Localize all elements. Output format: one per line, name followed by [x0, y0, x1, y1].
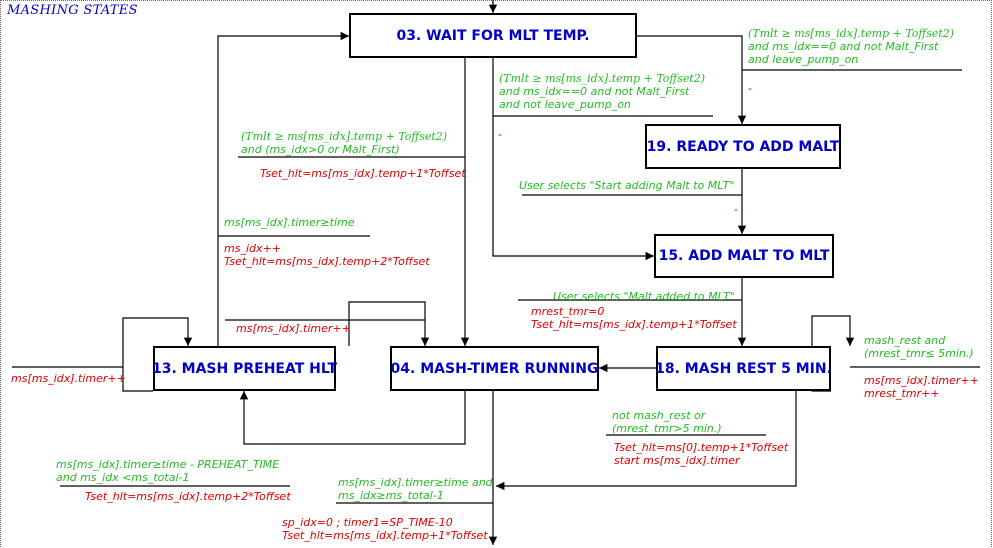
diagram-title: MASHING STATES	[7, 3, 138, 18]
action-line: Tset_hlt=ms[0].temp+1*Toffset	[614, 441, 789, 454]
condition-line: and ms_idx==0 and not Malt_First	[499, 85, 690, 98]
action-line: mrest_tmr++	[864, 387, 940, 400]
loop-04	[348, 301, 430, 346]
state-19-ready-to-add-malt: 19. READY TO ADD MALT	[645, 124, 841, 169]
action-line: Tset_hlt=ms[ms_idx].temp+1*Toffset	[531, 318, 737, 331]
condition-line: not mash_rest or	[612, 409, 706, 422]
arrow-03-to-19	[637, 35, 747, 124]
action-15-to-18: mrest_tmr=0 Tset_hlt=ms[ms_idx].temp+1*T…	[531, 305, 737, 331]
condition-04-to-exit: ms[ms_idx].timer≥time and ms_idx≥ms_tota…	[338, 476, 493, 502]
action-18-self: ms[ms_idx].timer++ mrest_tmr++	[864, 374, 979, 400]
action-line: start ms[ms_idx].timer	[614, 454, 740, 467]
action-line: ms_idx++	[224, 242, 281, 255]
condition-04-to-13: ms[ms_idx].timer≥time - PREHEAT_TIME and…	[56, 458, 279, 484]
action-line: mrest_tmr=0	[531, 305, 605, 318]
condition-line: mash_rest and	[864, 334, 946, 347]
state-18-mash-rest-5-min: 18. MASH REST 5 MIN.	[655, 346, 832, 391]
condition-line: ms_idx≥ms_total-1	[338, 489, 444, 502]
condition-15-to-18: User selects "Malt added to MLT"	[553, 290, 735, 303]
condition-line: (Tmlt ≥ ms[ms_idx].temp + Toffset2)	[241, 130, 448, 143]
action-18-to-04: Tset_hlt=ms[0].temp+1*Toffset start ms[m…	[614, 441, 788, 467]
action-line: sp_idx=0 ; timer1=SP_TIME-10	[282, 516, 453, 529]
action-13-to-03: ms_idx++ Tset_hlt=ms[ms_idx].temp+2*Toff…	[224, 242, 430, 268]
condition-03-to-19: (Tmlt ≥ ms[ms_idx].temp + Toffset2) and …	[748, 27, 954, 66]
loop-13	[122, 317, 193, 392]
action-line: Tset_hlt=ms[ms_idx].temp+2*Toffset	[224, 255, 430, 268]
action-04-to-13: Tset_hlt=ms[ms_idx].temp+2*Toffset	[85, 490, 291, 503]
condition-line: (Tmlt ≥ ms[ms_idx].temp + Toffset2)	[748, 27, 955, 40]
condition-13-to-03: ms[ms_idx].timer≥time	[224, 216, 355, 229]
condition-line: and ms_idx==0 and not Malt_First	[748, 40, 939, 53]
condition-line: (mrest_tmr>5 min.)	[612, 422, 722, 435]
action-line: Tset_hlt=ms[ms_idx].temp+1*Toffset	[282, 529, 488, 542]
state-13-mash-preheat-hlt: 13. MASH PREHEAT HLT	[152, 346, 337, 391]
condition-line: ms[ms_idx].timer≥time and	[338, 476, 493, 489]
condition-19-to-15: User selects "Start adding Malt to MLT"	[519, 179, 735, 192]
state-04-mash-timer-running: 04. MASH-TIMER RUNNING	[390, 346, 599, 391]
action-19-to-15: -	[734, 203, 738, 216]
condition-line: and leave_pump_on	[748, 53, 859, 66]
arrow-03-to-15	[492, 58, 654, 261]
action-03-to-04: Tset_hlt=ms[ms_idx].temp+1*Toffset	[260, 167, 466, 180]
loop-18	[811, 315, 855, 392]
condition-line: and (ms_idx>0 or Malt_First)	[241, 143, 400, 156]
action-line: ms[ms_idx].timer++	[864, 374, 979, 387]
condition-18-self: mash_rest and (mrest_tmr≤ 5min.)	[864, 334, 974, 360]
arrow-18-down	[496, 391, 797, 491]
condition-line: (mrest_tmr≤ 5min.)	[864, 347, 974, 360]
action-13-self: ms[ms_idx].timer++	[11, 372, 126, 385]
action-03-to-19: -	[748, 82, 752, 95]
action-04-self: ms[ms_idx].timer++	[236, 322, 351, 335]
condition-line: ms[ms_idx].timer≥time - PREHEAT_TIME	[56, 458, 280, 471]
arrow-04-to-13	[239, 391, 466, 445]
state-15-add-malt-to-mlt: 15. ADD MALT TO MLT	[654, 234, 834, 278]
arrow-13-to-03	[217, 31, 349, 346]
condition-line: and not leave_pump_on	[499, 98, 631, 111]
condition-03-to-15: (Tmlt ≥ ms[ms_idx].temp + Toffset2) and …	[499, 72, 705, 111]
action-03-to-15: -	[498, 128, 502, 141]
condition-03-to-04: (Tmlt ≥ ms[ms_idx].temp + Toffset2) and …	[241, 130, 447, 156]
state-03-wait-for-mlt-temp: 03. WAIT FOR MLT TEMP.	[349, 13, 637, 58]
action-04-to-exit: sp_idx=0 ; timer1=SP_TIME-10 Tset_hlt=ms…	[282, 516, 488, 542]
condition-line: and ms_idx <ms_total-1	[56, 471, 190, 484]
condition-18-to-04: not mash_rest or (mrest_tmr>5 min.)	[612, 409, 722, 435]
condition-line: (Tmlt ≥ ms[ms_idx].temp + Toffset2)	[499, 72, 706, 85]
